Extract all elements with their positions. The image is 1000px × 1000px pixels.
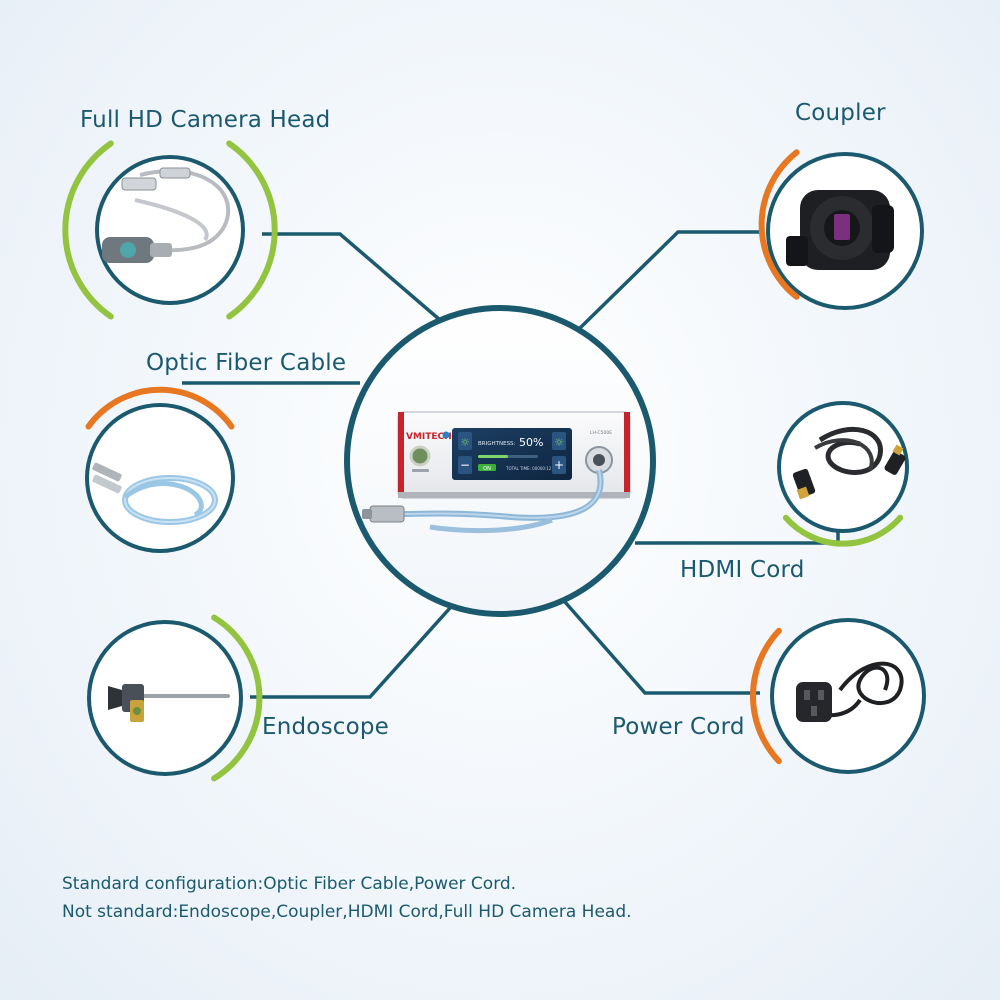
bulb-left-icon: ☼ <box>460 436 470 449</box>
brightness-fill <box>478 455 508 458</box>
node-endoscope <box>87 614 263 782</box>
device-model: LH-C500E <box>590 430 612 436</box>
node-power-cord <box>749 618 926 774</box>
hdmi-cable-icon <box>792 426 906 500</box>
label-hdmi-cord: HDMI Cord <box>680 557 805 583</box>
camera-head-icon <box>102 167 231 263</box>
light-source-device: VMITECH ☼ − BRIGHTNESS: 50% ON TOTAL TIM… <box>397 411 631 499</box>
label-coupler: Coupler <box>795 100 886 126</box>
label-endoscope: Endoscope <box>262 714 390 740</box>
node-optic-fiber-cable <box>85 386 235 553</box>
brightness-label: BRIGHTNESS: <box>478 441 516 447</box>
endoscope-icon <box>108 684 230 722</box>
node-hdmi-cord <box>777 401 909 547</box>
bulb-right-icon: ☼ <box>554 436 564 449</box>
brightness-value: 50% <box>519 436 543 449</box>
on-indicator <box>478 464 496 471</box>
minus-label: − <box>460 458 470 472</box>
label-power-cord: Power Cord <box>612 714 745 740</box>
fiber-cable-icon <box>92 462 218 525</box>
node-camera-head <box>62 140 278 320</box>
power-plug-icon <box>796 661 904 722</box>
connector-endoscope <box>250 606 452 699</box>
label-camera-head: Full HD Camera Head <box>80 107 331 133</box>
connector-coupler <box>578 230 762 330</box>
decrease-button <box>458 456 472 474</box>
label-optic-fiber-cable: Optic Fiber Cable <box>146 350 347 376</box>
increase-button <box>552 456 566 474</box>
connector-camera-head <box>262 232 442 322</box>
not-standard-note: Not standard:Endoscope,Coupler,HDMI Cord… <box>62 902 632 922</box>
fiber-cable-attached <box>362 469 604 534</box>
center-hub: VMITECH ☼ − BRIGHTNESS: 50% ON TOTAL TIM… <box>344 305 656 617</box>
connector-power-cord <box>563 600 760 695</box>
device-logo-icon <box>442 431 450 439</box>
standard-config-note: Standard configuration:Optic Fiber Cable… <box>62 874 517 894</box>
node-coupler <box>758 149 924 310</box>
plus-label: + <box>554 458 564 472</box>
power-button-icon <box>409 445 431 467</box>
coupler-icon <box>786 190 894 270</box>
device-brand: VMITECH <box>406 432 452 442</box>
total-time: TOTAL TIME: 00000:12 <box>505 466 552 471</box>
on-label: ON <box>483 466 491 472</box>
connector-lines <box>182 230 840 699</box>
